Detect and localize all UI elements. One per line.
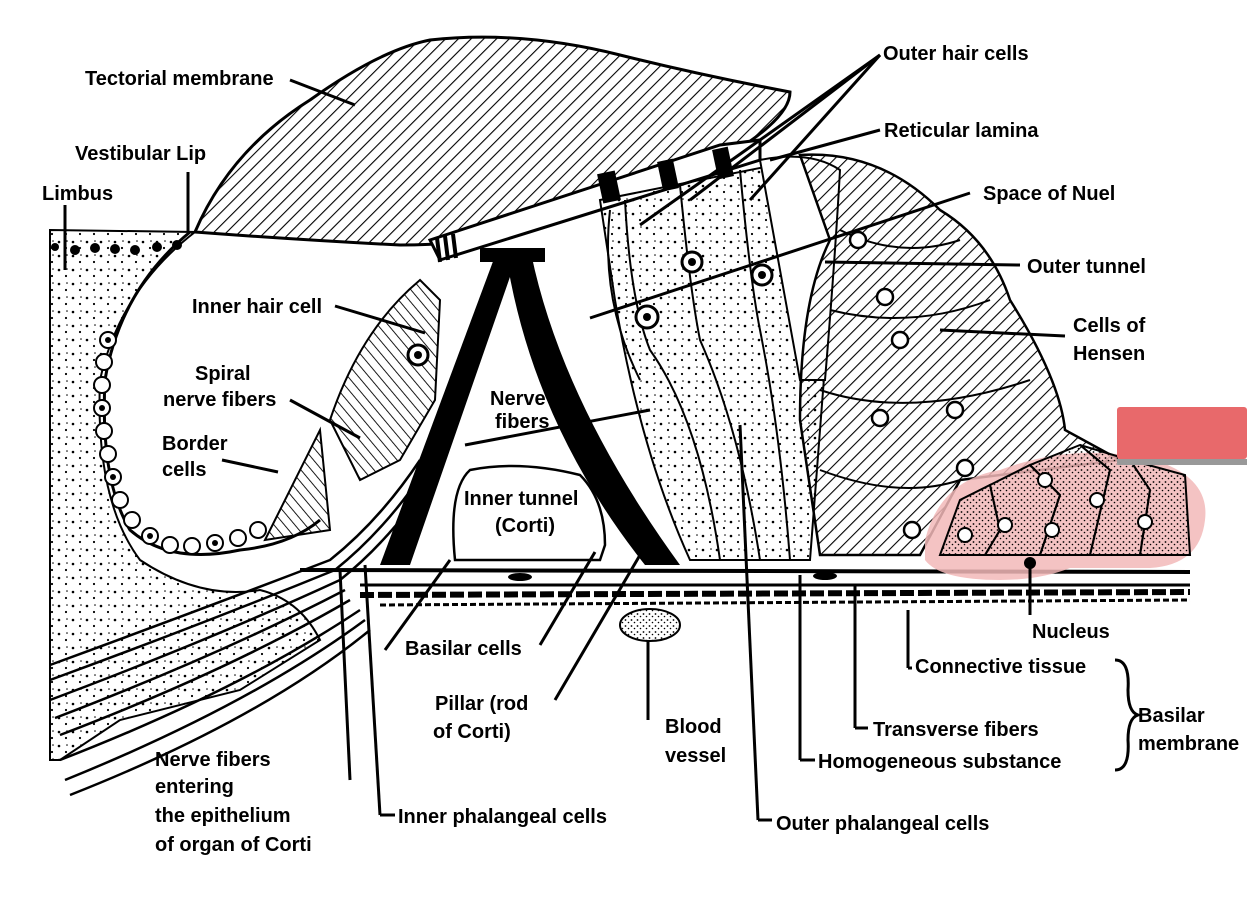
outer-hair-cell-nuclei <box>634 250 774 330</box>
label-outer-hair-cells: Outer hair cells <box>883 43 1029 65</box>
highlight-bar <box>1117 407 1247 459</box>
label-nerve-fibers-2: fibers <box>495 411 549 433</box>
label-basilar-cells: Basilar cells <box>405 638 522 660</box>
label-homogeneous-substance: Homogeneous substance <box>818 751 1061 773</box>
label-transverse-fibers: Transverse fibers <box>873 719 1039 741</box>
border-cells-chain <box>93 331 267 555</box>
label-inner-phalangeal-cells: Inner phalangeal cells <box>398 806 607 828</box>
label-outer-tunnel: Outer tunnel <box>1027 256 1146 278</box>
label-reticular-lamina: Reticular lamina <box>884 120 1039 142</box>
basilar-membrane-brace <box>1114 658 1144 772</box>
label-border-cells-2: cells <box>162 459 206 481</box>
label-cells-of-hensen-2: Hensen <box>1073 343 1145 365</box>
label-nucleus: Nucleus <box>1032 621 1110 643</box>
label-outer-phalangeal-cells: Outer phalangeal cells <box>776 813 989 835</box>
label-nerve-entering-2: entering <box>155 776 234 798</box>
leader-lines <box>63 53 1066 822</box>
label-nerve-entering-1: Nerve fibers <box>155 749 271 771</box>
label-nerve-fibers-1: Nerve <box>490 388 546 410</box>
label-pillar-2: of Corti) <box>433 721 511 743</box>
label-inner-tunnel-2: (Corti) <box>495 515 555 537</box>
border-cells-shape <box>263 426 332 542</box>
label-basilar-membrane-1: Basilar <box>1138 705 1205 727</box>
label-cells-of-hensen-1: Cells of <box>1073 315 1146 337</box>
cells-of-hensen-shape <box>798 153 1125 557</box>
hensen-nuclei <box>848 230 975 540</box>
label-space-of-nuel: Space of Nuel <box>983 183 1115 205</box>
inner-tunnel-shape <box>452 464 607 562</box>
label-border-cells-1: Border <box>162 433 228 455</box>
inner-pillar <box>380 248 520 565</box>
label-basilar-membrane-2: membrane <box>1138 733 1239 755</box>
label-tectorial-membrane: Tectorial membrane <box>85 68 274 90</box>
nerve-fiber-bundle <box>49 459 432 797</box>
inner-sulcus-outline <box>102 230 321 556</box>
label-nerve-entering-4: of organ of Corti <box>155 834 312 856</box>
label-inner-tunnel-1: Inner tunnel <box>464 488 578 510</box>
label-blood-vessel-2: vessel <box>665 745 726 767</box>
labels: Tectorial membrane Vestibular Lip Limbus… <box>42 43 1239 856</box>
label-pillar-1: Pillar (rod <box>435 693 528 715</box>
label-vestibular-lip: Vestibular Lip <box>75 143 206 165</box>
label-blood-vessel-1: Blood <box>665 716 722 738</box>
outer-pillar <box>505 248 680 565</box>
blood-vessel-shape <box>619 608 681 642</box>
basilar-membrane-lines <box>299 568 1191 607</box>
label-inner-hair-cell: Inner hair cell <box>192 296 322 318</box>
label-limbus: Limbus <box>42 183 113 205</box>
label-spiral-nerve-fibers-2: nerve fibers <box>163 389 276 411</box>
label-connective-tissue: Connective tissue <box>915 656 1086 678</box>
label-spiral-nerve-fibers-1: Spiral <box>195 363 251 385</box>
tectorial-membrane-shape <box>192 35 792 247</box>
label-nerve-entering-3: the epithelium <box>155 805 291 827</box>
